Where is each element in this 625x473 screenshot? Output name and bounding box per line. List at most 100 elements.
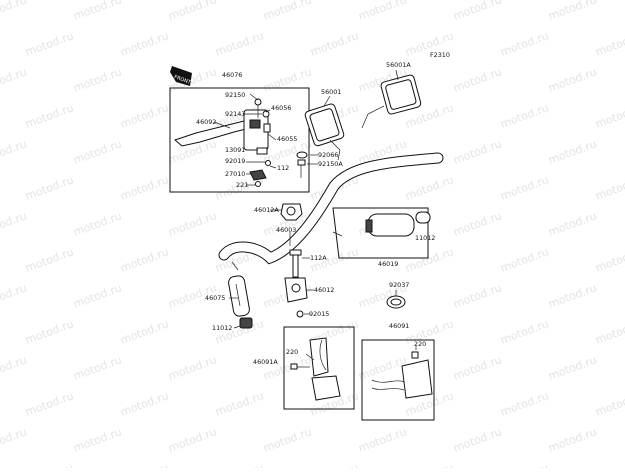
- mirror-right-illustration: [361, 74, 422, 129]
- handlebar-illustration: [218, 152, 444, 271]
- watermark-text: motod.ru: [404, 317, 456, 346]
- watermark-text: motod.ru: [72, 137, 124, 166]
- watermark-text: motod.ru: [72, 353, 124, 382]
- watermark-text: motod.ru: [452, 65, 504, 94]
- watermark-text: motod.ru: [0, 281, 28, 310]
- clamp-upper-illustration: [280, 203, 303, 221]
- watermark-text: motod.ru: [24, 389, 76, 418]
- watermark-text: motod.ru: [309, 29, 361, 58]
- watermark-text: motod.ru: [119, 245, 171, 274]
- watermark-text: motod.ru: [404, 461, 456, 468]
- watermark-text: motod.ru: [499, 245, 551, 274]
- part-label-27010: 27010: [225, 170, 245, 178]
- watermark-text: motod.ru: [309, 461, 361, 468]
- watermark-text: motod.ru: [24, 173, 76, 202]
- watermark-text: motod.ru: [594, 389, 625, 418]
- watermark-text: motod.ru: [499, 173, 551, 202]
- part-label-220-right: 220: [414, 340, 426, 348]
- part-label-92150: 92150: [225, 91, 245, 99]
- part-label-92037: 92037: [389, 281, 409, 289]
- part-label-46012: 46012: [314, 286, 334, 294]
- watermark-text: motod.ru: [167, 353, 219, 382]
- washer-92066: [296, 151, 308, 159]
- watermark-text: motod.ru: [24, 101, 76, 130]
- part-labels: 46076 92150 92143 46056 46092 46055 1309…: [196, 61, 435, 366]
- right-grip-detail: [332, 207, 431, 259]
- watermark-text: motod.ru: [0, 209, 28, 238]
- watermark-text: motod.ru: [594, 245, 625, 274]
- lever-assembly-box: [169, 87, 310, 193]
- watermark-text: motod.ru: [547, 137, 599, 166]
- watermark-text: motod.ru: [594, 317, 625, 346]
- watermark-text: motod.ru: [357, 353, 409, 382]
- watermark-text: motod.ru: [72, 0, 124, 23]
- watermark-text: motod.ru: [167, 209, 219, 238]
- front-arrow-icon: FRONT: [170, 66, 192, 86]
- part-label-92066: 92066: [318, 151, 338, 159]
- watermark-text: motod.ru: [72, 281, 124, 310]
- figure-code: F2310: [430, 51, 450, 59]
- watermark-text: motod.ru: [24, 317, 76, 346]
- watermark-text: motod.ru: [72, 65, 124, 94]
- clamp-92037-illustration: [386, 295, 406, 309]
- watermark-text: motod.ru: [404, 245, 456, 274]
- watermark-text: motod.ru: [452, 425, 504, 454]
- watermark-text: motod.ru: [119, 389, 171, 418]
- watermark-text: motod.ru: [262, 0, 314, 23]
- watermark-text: motod.ru: [452, 209, 504, 238]
- watermark-text: motod.ru: [214, 461, 266, 468]
- watermark-text: motod.ru: [167, 425, 219, 454]
- watermark-text: motod.ru: [119, 317, 171, 346]
- part-label-13091: 13091: [225, 146, 245, 154]
- part-label-92143: 92143: [225, 110, 245, 118]
- part-label-46091a: 46091A: [253, 358, 278, 366]
- watermark-text: motod.ru: [24, 29, 76, 58]
- watermark-text: motod.ru: [119, 461, 171, 468]
- watermark-text: motod.ru: [72, 425, 124, 454]
- watermark-text: motod.ru: [0, 353, 28, 382]
- part-label-46003: 46003: [276, 226, 296, 234]
- mirror-left-illustration: [304, 103, 345, 161]
- watermark-text: motod.ru: [499, 461, 551, 468]
- watermark-text: motod.ru: [24, 245, 76, 274]
- watermark-text: motod.ru: [547, 353, 599, 382]
- watermark-text: motod.ru: [214, 29, 266, 58]
- watermark-text: motod.ru: [547, 209, 599, 238]
- watermark-text: motod.ru: [594, 29, 625, 58]
- part-label-46076: 46076: [222, 71, 242, 79]
- part-label-46075: 46075: [205, 294, 225, 302]
- watermark-text: motod.ru: [357, 425, 409, 454]
- part-label-46091: 46091: [389, 322, 409, 330]
- part-label-56001a: 56001A: [386, 61, 411, 69]
- left-switch-box: [283, 326, 355, 410]
- bolt-92150a: [297, 159, 306, 178]
- watermark-text: motod.ru: [167, 0, 219, 23]
- part-label-46012a: 46012A: [254, 206, 279, 214]
- part-label-11012-right: 11012: [415, 234, 435, 242]
- watermark-text: motod.ru: [262, 425, 314, 454]
- part-label-92019: 92019: [225, 157, 245, 165]
- watermark-text: motod.ru: [499, 317, 551, 346]
- watermark-text: motod.ru: [499, 101, 551, 130]
- watermark-text: motod.ru: [547, 281, 599, 310]
- part-label-46019: 46019: [378, 260, 398, 268]
- watermark-text: motod.ru: [72, 209, 124, 238]
- part-label-92150a: 92150A: [318, 160, 343, 168]
- watermark-text: motod.ru: [24, 461, 76, 468]
- part-label-112: 112: [277, 164, 289, 172]
- part-label-92015: 92015: [309, 310, 329, 318]
- brake-lever-illustration: [174, 98, 271, 187]
- watermark-text: motod.ru: [119, 173, 171, 202]
- watermark-text: motod.ru: [594, 101, 625, 130]
- watermark-text: motod.ru: [0, 65, 28, 94]
- watermark-text: motod.ru: [452, 0, 504, 23]
- leader-lines: [213, 69, 417, 361]
- front-badge-text: FRONT: [173, 74, 192, 86]
- watermark-text: motod.ru: [357, 0, 409, 23]
- watermark-text: motod.ru: [547, 0, 599, 23]
- watermark-text: motod.ru: [452, 281, 504, 310]
- part-label-56001: 56001: [321, 88, 341, 96]
